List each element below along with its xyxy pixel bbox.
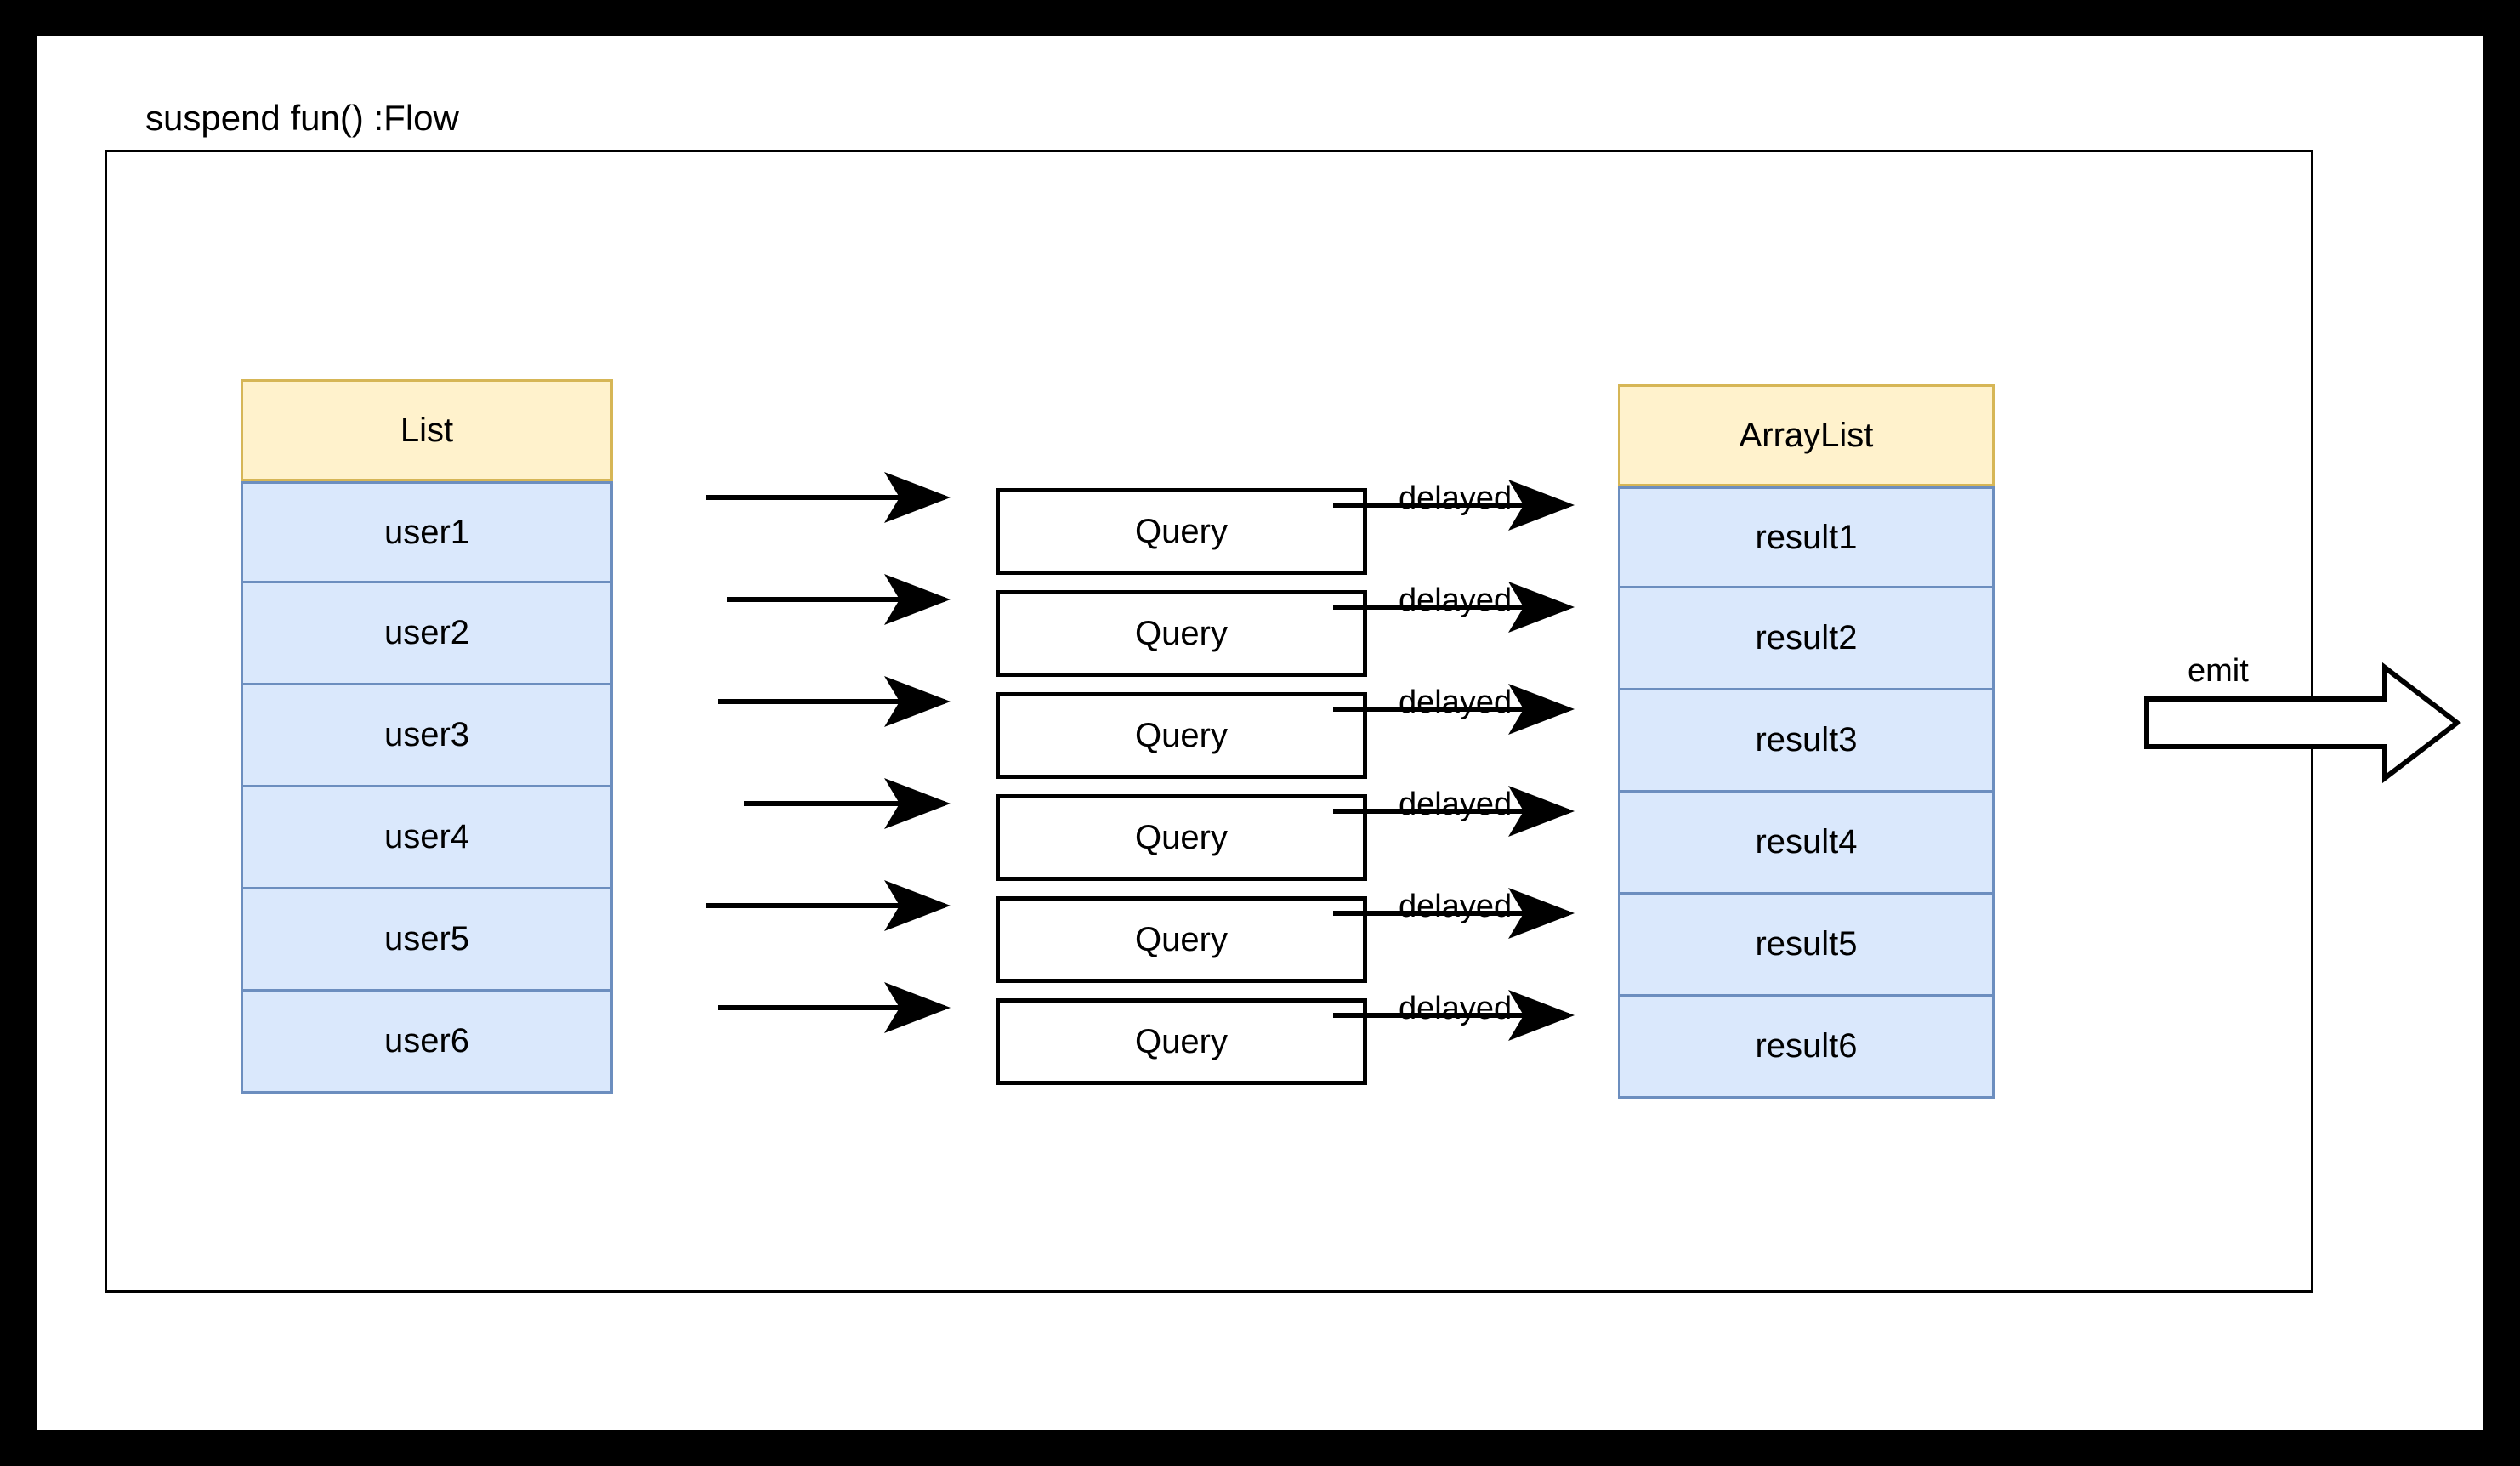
arraylist-row-result1: result1: [1618, 486, 1995, 588]
list-table: List user1 user2 user3 user4 user5 user6: [241, 379, 613, 1094]
query-box-5: Query: [996, 896, 1367, 983]
emit-label: emit: [2188, 653, 2249, 689]
query-box-4: Query: [996, 794, 1367, 881]
delayed-label-1: delayed: [1399, 480, 1513, 516]
query-box-2: Query: [996, 590, 1367, 677]
list-row-user5: user5: [241, 889, 613, 992]
arraylist-table-header: ArrayList: [1618, 384, 1995, 486]
list-row-user3: user3: [241, 685, 613, 787]
delayed-label-3: delayed: [1399, 685, 1513, 720]
list-row-user2: user2: [241, 583, 613, 685]
query-box-3: Query: [996, 692, 1367, 779]
list-table-header: List: [241, 379, 613, 481]
query-box-1: Query: [996, 488, 1367, 575]
arraylist-row-result4: result4: [1618, 793, 1995, 895]
arraylist-row-result5: result5: [1618, 895, 1995, 997]
function-signature-label: suspend fun() :Flow: [145, 98, 459, 138]
arraylist-row-result2: result2: [1618, 588, 1995, 690]
delayed-label-2: delayed: [1399, 582, 1513, 618]
arraylist-row-result3: result3: [1618, 690, 1995, 793]
delayed-label-4: delayed: [1399, 787, 1513, 822]
arraylist-row-result6: result6: [1618, 997, 1995, 1099]
diagram-canvas: suspend fun() :Flow List user1 user2 use…: [37, 36, 2483, 1430]
list-row-user6: user6: [241, 992, 613, 1094]
query-box-6: Query: [996, 998, 1367, 1085]
arraylist-table: ArrayList result1 result2 result3 result…: [1618, 384, 1995, 1099]
delayed-label-5: delayed: [1399, 889, 1513, 924]
delayed-label-6: delayed: [1399, 991, 1513, 1026]
list-row-user1: user1: [241, 481, 613, 583]
list-row-user4: user4: [241, 787, 613, 889]
